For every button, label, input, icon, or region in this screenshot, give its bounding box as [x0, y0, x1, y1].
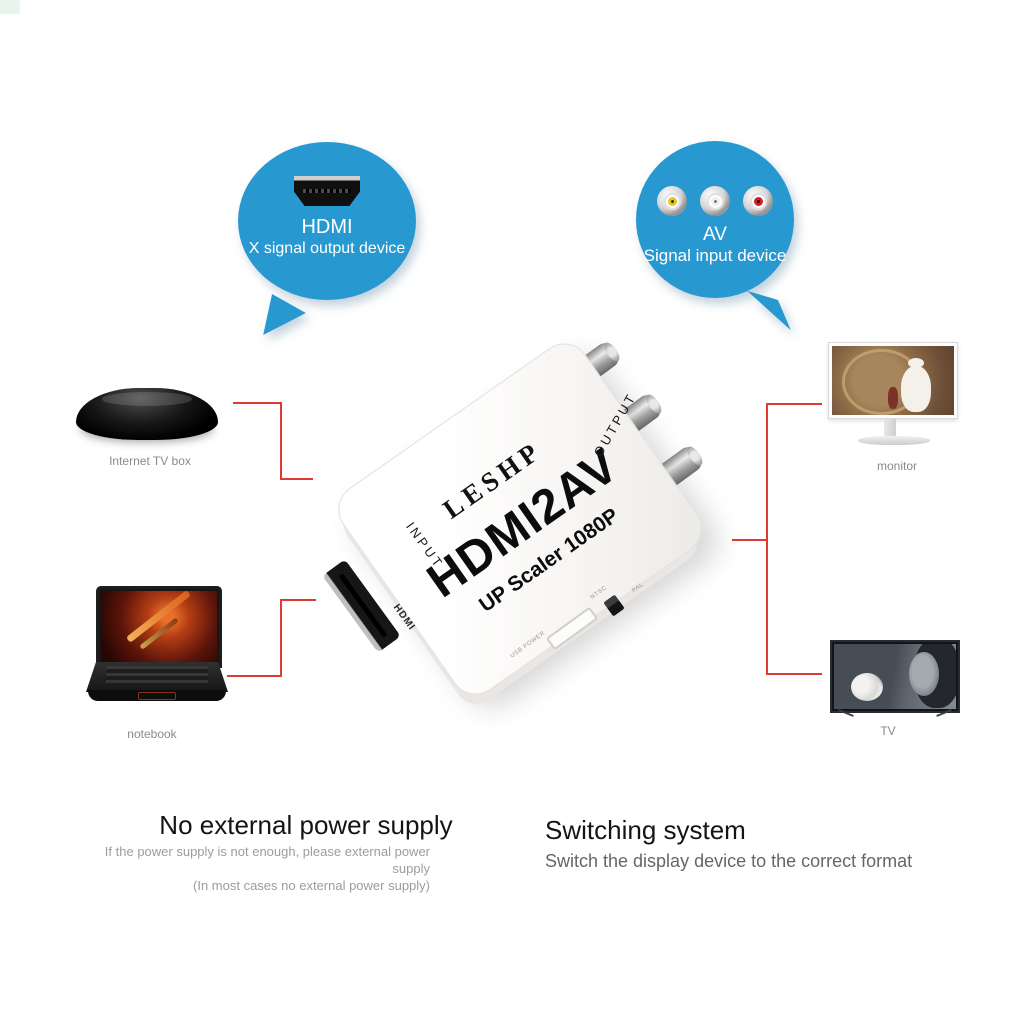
notebook-screen-art	[101, 589, 217, 663]
tv-box-image	[76, 388, 218, 440]
tv-image	[830, 640, 960, 713]
feature-power-note: If the power supply is not enough, pleas…	[70, 844, 430, 895]
monitor-stand	[884, 419, 896, 438]
av-bubble-title: AV	[703, 224, 727, 245]
connector-line-displays	[766, 403, 822, 675]
monitor-art-robot	[900, 357, 931, 412]
notebook-screen	[96, 586, 222, 668]
corner-artifact	[0, 0, 20, 14]
hdmi-bubble-subtitle: X signal output device	[248, 240, 406, 257]
connector-line-tvbox	[233, 402, 313, 480]
tv-label: TV	[880, 724, 896, 738]
rca-white-icon	[700, 186, 730, 216]
tv-art-shape	[908, 651, 939, 696]
notebook-image	[86, 586, 228, 714]
notebook-touchpad	[138, 692, 176, 700]
monitor-base	[858, 436, 930, 445]
monitor-label: monitor	[876, 459, 917, 473]
feature-switching-title: Switching system	[545, 815, 746, 845]
monitor-image	[828, 342, 958, 419]
notebook-front-edge	[88, 690, 226, 701]
notebook-keyboard	[86, 662, 228, 692]
hdmi-bubble-circle: HDMI X signal output device	[238, 142, 416, 300]
rca-jacks-row	[657, 186, 773, 216]
notebook-keys	[105, 665, 209, 683]
rca-yellow-icon	[657, 186, 687, 216]
connector-line-notebook	[227, 599, 316, 677]
feature-power-note-line1: If the power supply is not enough, pleas…	[104, 844, 430, 876]
tv-screen	[834, 644, 956, 709]
feature-power-note-line2: (In most cases no external power supply)	[193, 877, 430, 893]
tv-art-flower	[851, 673, 884, 702]
monitor-screen	[832, 346, 954, 415]
hdmi-connector-icon	[294, 176, 360, 206]
monitor-art-shape	[887, 387, 898, 410]
hdmi-bubble-title: HDMI	[301, 216, 353, 238]
feature-power-title: No external power supply	[159, 810, 453, 840]
feature-switching-note: Switch the display device to the correct…	[545, 851, 913, 871]
tv-box-label: Internet TV box	[109, 454, 191, 468]
hdmi-bubble: HDMI X signal output device	[238, 142, 416, 335]
rca-red-icon	[743, 186, 773, 216]
av-bubble-subtitle: Signal input device	[643, 245, 787, 265]
av-bubble: AV Signal input device	[636, 141, 794, 331]
av-bubble-circle: AV Signal input device	[636, 141, 794, 298]
notebook-label: notebook	[127, 727, 177, 741]
